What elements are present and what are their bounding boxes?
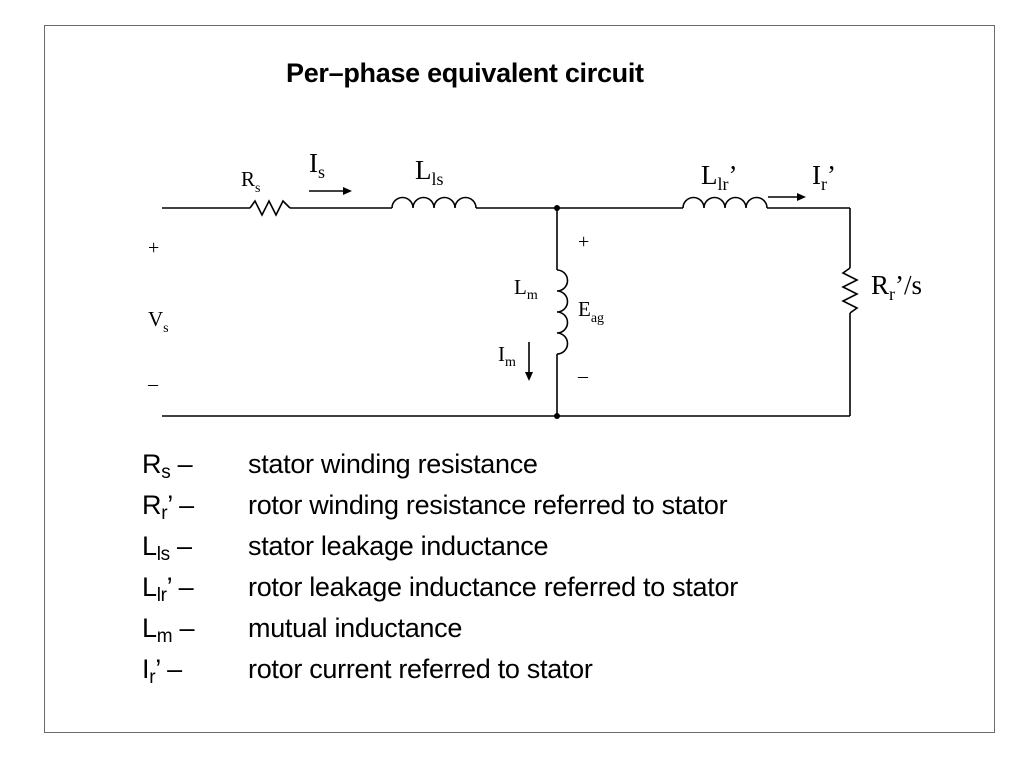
ir-arrow-head — [797, 193, 806, 201]
mutual-inductor-lm — [556, 269, 569, 355]
label-im: Im — [498, 342, 516, 370]
legend-symbol: Rs – — [142, 449, 193, 483]
legend-symbol: Ir’ – — [142, 654, 182, 688]
label-is: Is — [309, 148, 325, 182]
legend-definition: rotor winding resistance referred to sta… — [248, 490, 728, 520]
legend-definition: rotor current referred to stator — [248, 654, 593, 684]
eag-plus-sign: + — [578, 231, 589, 253]
vs-minus-sign: – — [147, 373, 159, 395]
rotor-leakage-inductor-llr — [682, 196, 768, 209]
page-title: Per–phase equivalent circuit — [286, 58, 644, 88]
vs-plus-sign: + — [148, 237, 159, 259]
legend-symbol: Llr’ – — [142, 572, 194, 606]
legend-symbol: Rr’ – — [142, 490, 194, 524]
legend-definition: mutual inductance — [248, 613, 463, 643]
im-arrow-head — [525, 372, 533, 381]
label-llr: Llr’ — [701, 160, 738, 194]
label-lls: Lls — [415, 155, 444, 189]
stator-resistor-rs — [249, 199, 291, 217]
eag-minus-sign: – — [577, 365, 589, 387]
label-lm: Lm — [514, 275, 538, 303]
legend-definition: stator leakage inductance — [248, 531, 549, 561]
legend-symbol: Lm – — [142, 613, 195, 647]
rotor-resistor-rr — [841, 267, 859, 314]
label-rr: Rr’/s — [871, 270, 922, 304]
label-eag: Eag — [578, 297, 604, 326]
junction-node-top — [554, 205, 560, 211]
label-rs: Rs — [241, 167, 260, 196]
legend-definition: rotor leakage inductance referred to sta… — [248, 572, 738, 602]
legend-symbol: Lls – — [142, 531, 192, 565]
legend-definition: stator winding resistance — [248, 449, 538, 479]
label-vs: Vs — [148, 307, 169, 336]
stator-leakage-inductor-lls — [391, 196, 477, 209]
is-arrow-head — [343, 187, 352, 195]
label-ir: Ir’ — [812, 160, 836, 194]
junction-node-bottom — [554, 413, 560, 419]
slide-frame — [44, 25, 995, 733]
